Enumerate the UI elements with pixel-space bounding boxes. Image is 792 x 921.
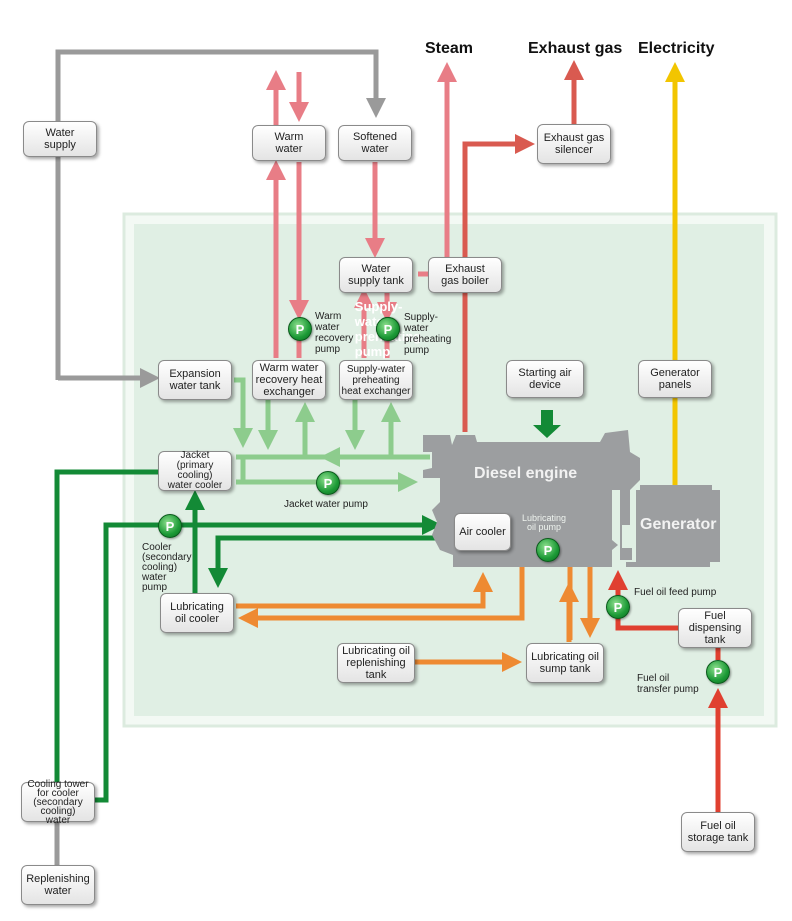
- lubricating-oil-pump-icon[interactable]: P: [536, 538, 560, 562]
- output-electricity: Electricity: [638, 40, 715, 57]
- warm-water-recovery-pump-icon[interactable]: P: [288, 317, 312, 341]
- supply-water-preheating-pump-icon[interactable]: P: [376, 317, 400, 341]
- fuel-dispensing-tank-box[interactable]: Fuel dispensing tank: [678, 608, 752, 648]
- water-supply-box[interactable]: Water supply: [23, 121, 97, 157]
- cooling-tower-box[interactable]: Cooling tower for cooler (secondary cool…: [21, 779, 95, 825]
- generator-shape: [620, 485, 720, 567]
- replenishing-water-box[interactable]: Replenishing water: [21, 865, 95, 905]
- water-supply-tank-box[interactable]: Water supply tank: [339, 257, 413, 293]
- jacket-water-cooler-box[interactable]: Jacket (primary cooling) water cooler: [158, 451, 232, 491]
- supply-water-preheating-hx-box[interactable]: Supply-water preheating heat exchanger: [339, 360, 413, 400]
- pipe-lube-cooler-to-engine: [236, 572, 493, 609]
- pipe-aircooler-return: [208, 535, 455, 588]
- pipe-expansion-down: [233, 377, 253, 448]
- lubricating-oil-cooler-box[interactable]: Lubricating oil cooler: [160, 593, 234, 633]
- lube-oil-replenishing-tank-box[interactable]: Lubricating oil replenishing tank: [337, 643, 415, 683]
- fuel-oil-feed-pump-label: Fuel oil feed pump: [634, 587, 717, 598]
- lubricating-oil-pump-label: Lubricating oil pump: [522, 513, 567, 532]
- pipe-exhaust-engine: [462, 134, 535, 432]
- cooler-water-pump-icon[interactable]: P: [158, 514, 182, 538]
- warm-water-box[interactable]: Warm water: [252, 125, 326, 161]
- pipe-tower-to-jacket: [54, 469, 160, 783]
- pipe-water-supply-loop: [55, 49, 386, 380]
- starting-air-arrow: [533, 410, 561, 438]
- pipe-engine-to-lube-cooler: [238, 560, 525, 628]
- diesel-engine-label: Diesel engine: [474, 465, 578, 482]
- softened-water-box[interactable]: Softened water: [338, 125, 412, 161]
- fuel-oil-feed-pump-icon[interactable]: P: [606, 595, 630, 619]
- pipe-cooler-supply: [95, 515, 442, 803]
- lube-oil-sump-tank-box[interactable]: Lubricating oil sump tank: [526, 643, 604, 683]
- generator-label: Generator: [640, 516, 717, 533]
- jacket-water-pump-icon[interactable]: P: [316, 471, 340, 495]
- cooler-water-pump-label: Cooler (secondary cooling) water pump: [142, 542, 192, 593]
- air-cooler-box[interactable]: Air cooler: [454, 513, 511, 551]
- generator-panels-box[interactable]: Generator panels: [638, 360, 712, 398]
- output-steam: Steam: [425, 40, 474, 57]
- exhaust-gas-boiler-box[interactable]: Exhaust gas boiler: [428, 257, 502, 293]
- warm-water-recovery-pump-label: Warm water recovery pump: [315, 311, 354, 355]
- fuel-oil-transfer-pump-label: Fuel oil transfer pump: [637, 673, 699, 695]
- expansion-water-tank-box[interactable]: Expansion water tank: [158, 360, 232, 400]
- supply-water-preheating-pump-label: Supply- water preheating pump: [404, 312, 452, 356]
- warm-water-recovery-hx-box[interactable]: Warm water recovery heat exchanger: [252, 360, 326, 400]
- output-exhaust-gas: Exhaust gas: [528, 40, 623, 57]
- pipe-dispense-to-feed: [615, 616, 678, 631]
- jacket-water-pump-label: Jacket water pump: [284, 499, 368, 510]
- fuel-oil-storage-tank-box[interactable]: Fuel oil storage tank: [681, 812, 755, 852]
- exhaust-gas-silencer-box[interactable]: Exhaust gas silencer: [537, 124, 611, 164]
- fuel-oil-transfer-pump-icon[interactable]: P: [706, 660, 730, 684]
- starting-air-device-box[interactable]: Starting air device: [506, 360, 584, 398]
